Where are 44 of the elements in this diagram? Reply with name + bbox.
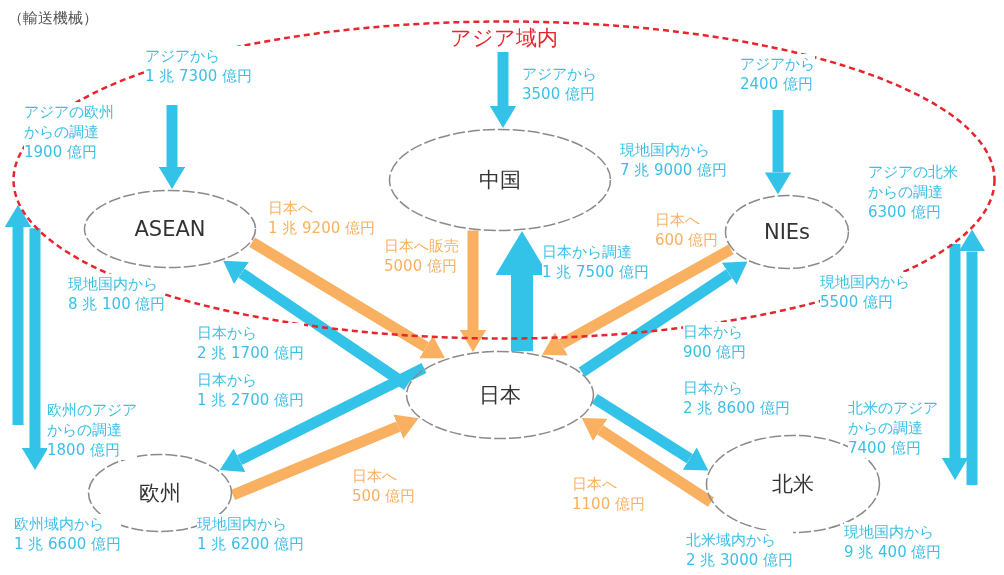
edge-label: アジアから 2400 億円: [740, 54, 815, 94]
edge-label: 日本から 900 億円: [683, 322, 747, 362]
country-ellipse: NIEs: [724, 194, 850, 270]
arrow: [489, 52, 517, 128]
arrow: [542, 244, 734, 356]
arrow: [158, 105, 186, 189]
amount-label: 現地国内から 5500 億円: [820, 272, 910, 312]
edge-label: 日本へ販売 5000 億円: [384, 236, 459, 276]
amount-label: 現地国内から 8 兆 100 億円: [68, 274, 166, 314]
edge-label: アジアの欧州からの調達 1900 億円: [24, 102, 114, 162]
country-ellipse: 中国: [388, 128, 612, 232]
arrow: [941, 243, 969, 480]
country-ellipse: ASEAN: [83, 189, 257, 269]
arrow: [249, 237, 445, 359]
edge-label: 日本から 2 兆 8600 億円: [683, 378, 791, 418]
arrow: [591, 393, 709, 471]
amount-label: 現地国内から 1 兆 6200 億円: [197, 514, 305, 554]
edge-label: 日本へ 600 億円: [655, 210, 719, 250]
edge-label: 北米のアジアからの調達 7400 億円: [848, 398, 938, 458]
arrow: [764, 110, 792, 195]
arrow: [581, 417, 714, 507]
amount-label: 現地国内から 7 兆 9000 億円: [620, 140, 728, 180]
arrow: [459, 230, 487, 352]
arrow: [21, 228, 49, 470]
edge-label: 日本へ 500 億円: [352, 466, 416, 506]
edge-label: 日本から 2 兆 1700 億円: [197, 323, 305, 363]
edge-label: 欧州のアジアからの調達 1800 億円: [47, 400, 137, 460]
arrow: [230, 414, 419, 501]
edge-label: アジアの北米からの調達 6300 億円: [868, 162, 958, 222]
edge-label: 日本へ 1100 億円: [572, 474, 645, 514]
region-title: アジア域内: [449, 25, 559, 52]
edge-label: アジアから 1 兆 7300 億円: [145, 46, 253, 86]
amount-label: 欧州域内から 1 兆 6600 億円: [14, 514, 122, 554]
arrow: [223, 260, 411, 390]
amount-label: 現地国内から 9 兆 400 億円: [844, 522, 942, 562]
arrow: [958, 229, 986, 485]
edge-label: 日本へ 1 兆 9200 億円: [268, 198, 376, 238]
arrow: [4, 204, 32, 425]
edge-label: 日本から調達 1 兆 7500 億円: [542, 242, 650, 282]
country-ellipse: 日本: [405, 350, 595, 440]
arrow: [219, 363, 427, 472]
amount-label: 北米域内から 2 兆 3000 億円: [686, 530, 794, 570]
arrow: [578, 261, 748, 377]
edge-label: 日本から 1 兆 2700 億円: [197, 370, 305, 410]
